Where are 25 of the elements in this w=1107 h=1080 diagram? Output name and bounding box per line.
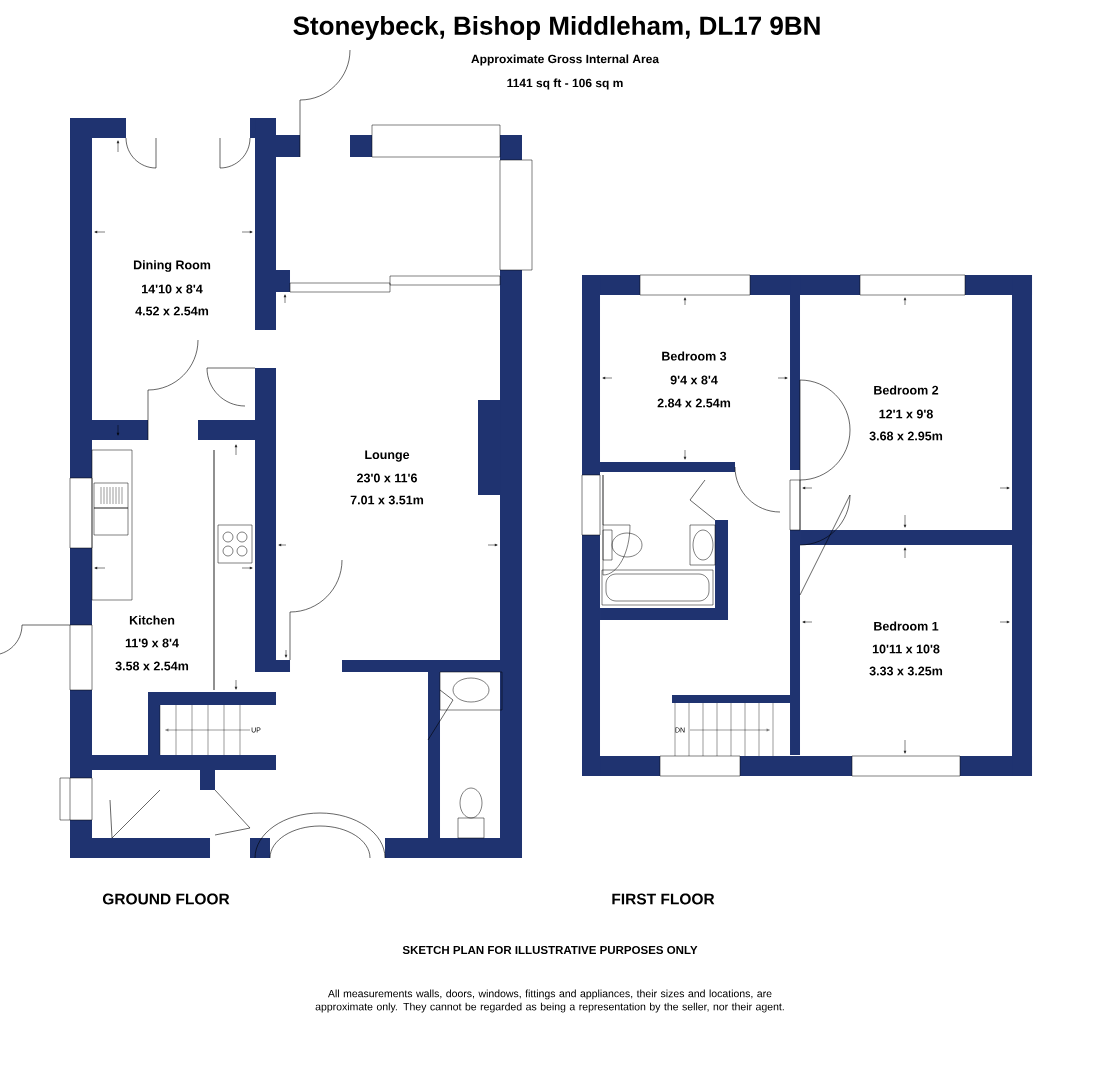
room-dimension: 14'10 x 8'4	[142, 284, 203, 294]
title: Stoneybeck, Bishop Middleham, DL17 9BN	[293, 15, 820, 41]
room-dimension: 9'4 x 8'4	[670, 375, 718, 385]
subtitle: Approximate Gross Internal Area	[471, 54, 660, 66]
room-label: Bedroom 3	[662, 351, 727, 361]
note-heading: SKETCH PLAN FOR ILLUSTRATIVE PURPOSES ONLY	[402, 945, 698, 955]
room-dimension: 11'9 x 8'4	[125, 638, 179, 648]
room-dimension: 3.33 x 3.25m	[869, 666, 943, 676]
room-label: Bedroom 1	[874, 621, 939, 631]
room-dimension: 7.01 x 3.51m	[350, 495, 424, 505]
room-dimension: 4.52 x 2.54m	[135, 306, 209, 316]
disclaimer-text: All measurements walls, doors, windows, fittings and appliances, their sizes and locations, are approximate only. They cannot be regarded as being a representation by the seller, nor their agent.	[315, 989, 784, 1013]
room-label: Dining Room	[133, 260, 211, 272]
floor-label: GROUND FLOOR	[102, 893, 230, 905]
room-dimension: 23'0 x 11'6	[357, 473, 417, 483]
room-dimension: 2.84 x 2.54m	[657, 398, 731, 408]
room-dimension: 10'11 x 10'8	[872, 644, 940, 654]
room-label: Bedroom 2	[874, 385, 939, 395]
floor-label: FIRST FLOOR	[612, 893, 715, 905]
room-dimension: 3.58 x 2.54m	[115, 661, 189, 671]
room-label: Kitchen	[129, 615, 175, 625]
room-dimension: 3.68 x 2.95m	[869, 431, 943, 441]
room-dimension: 12'1 x 9'8	[879, 409, 933, 419]
area-text: 1141 sq ft - 106 sq m	[507, 78, 623, 90]
room-label: Lounge	[365, 450, 410, 462]
